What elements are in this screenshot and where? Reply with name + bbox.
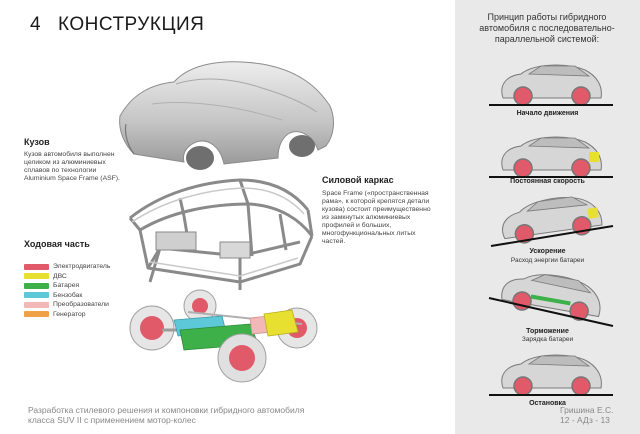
stage-label: Торможение [526, 328, 569, 335]
legend-item: Преобразователи [24, 300, 110, 310]
stage-car-icon [489, 136, 613, 178]
frame-block-line: профилей и больших, [322, 222, 392, 229]
hybrid-principle-title-line: Принцип работы гибридного [487, 12, 607, 22]
frame-block-line: Space Frame («пространственная [322, 190, 429, 197]
stage-car-icon [488, 274, 614, 327]
footer-project-title: Разработка стилевого решения и компоновк… [28, 405, 304, 425]
frame-block-line: кузова) состоит преимущественно [322, 206, 431, 213]
chassis-block-title: Ходовая часть [24, 239, 90, 249]
frame-block-line: многофункциональных литых [322, 230, 416, 237]
body-block: Кузов Кузов автомобиля выполнен целиком … [24, 137, 154, 183]
legend-swatch [24, 263, 49, 270]
stage-stop: Остановка [455, 348, 640, 410]
hybrid-principle-title-line: автомобиля с последовательно- [479, 23, 615, 33]
page-title: КОНСТРУКЦИЯ [58, 14, 205, 35]
frame-block-line: рама», к которой крепятся детали [322, 198, 430, 205]
stage-acceleration: Ускорение Расход энергии батареи [455, 192, 640, 266]
component-legend: Электродвигатель ДВС Батарея Бензобак Пр… [24, 262, 110, 319]
stage-label: Начало движения [516, 110, 579, 117]
stage-constant-speed: Постоянная скорость [455, 126, 640, 192]
legend-label: Преобразователи [53, 301, 109, 309]
stage-start: Начало движения [455, 54, 640, 120]
stage-car-icon [489, 354, 613, 396]
legend-swatch [24, 311, 49, 318]
stage-sub: Расход энергии батареи [510, 257, 585, 264]
body-block-line: Кузов автомобиля выполнен [24, 151, 115, 158]
body-block-line: целиком из алюминиевых [24, 159, 106, 166]
stage-label: Постоянная скорость [510, 178, 585, 185]
car-body-illustration [119, 61, 334, 170]
legend-item: Батарея [24, 281, 110, 291]
footer-author: Гришина Е.С. 12 - АДз - 13 [560, 405, 613, 425]
body-block-text: Кузов автомобиля выполнен целиком из алю… [24, 151, 154, 183]
footer-line: Разработка стилевого решения и компоновк… [28, 405, 305, 415]
section-number: 4 [30, 14, 42, 35]
chassis-wheel-rear-left [129, 305, 175, 351]
footer-line: 12 - АДз - 13 [560, 415, 610, 425]
chassis-wheel-front-left [217, 333, 267, 383]
frame-block-line: частей. [322, 238, 346, 245]
footer-line: класса SUV II с применением мотор-колес [28, 415, 196, 425]
stage-braking: Торможение Зарядка батареи [455, 268, 640, 344]
legend-item: Электродвигатель [24, 262, 110, 272]
chassis-illustration [129, 289, 318, 383]
legend-label: ДВС [53, 272, 67, 280]
legend-swatch [24, 301, 49, 308]
frame-block-text: Space Frame («пространственная рама», к … [322, 190, 454, 246]
legend-label: Генератор [53, 310, 86, 318]
legend-swatch [24, 273, 49, 280]
body-block-line: сплавов по технологии [24, 167, 97, 174]
frame-block: Силовой каркас Space Frame («пространств… [322, 175, 454, 246]
stage-car-icon [490, 196, 614, 247]
frame-block-line: из замкнутых алюминиевых [322, 214, 411, 221]
legend-label: Бензобак [53, 291, 83, 299]
body-block-title: Кузов [24, 137, 50, 147]
stage-car-icon [489, 64, 613, 106]
legend-label: Батарея [53, 282, 80, 290]
stage-label: Ускорение [529, 248, 566, 255]
frame-block-title: Силовой каркас [322, 175, 394, 185]
stage-sub: Зарядка батареи [521, 336, 574, 343]
hybrid-principle-title: Принцип работы гибридного автомобиля с п… [463, 12, 631, 45]
legend-swatch [24, 282, 49, 289]
legend-item: Бензобак [24, 291, 110, 301]
legend-item: Генератор [24, 310, 110, 320]
space-frame-illustration [128, 178, 314, 290]
body-block-line: Aluminium Space Frame (ASF). [24, 175, 120, 182]
legend-item: ДВС [24, 272, 110, 282]
legend-label: Электродвигатель [53, 263, 111, 271]
footer-line: Гришина Е.С. [560, 405, 614, 415]
hybrid-principle-title-line: параллельной системой: [494, 34, 600, 44]
stage-label: Остановка [529, 400, 566, 407]
legend-swatch [24, 292, 49, 299]
